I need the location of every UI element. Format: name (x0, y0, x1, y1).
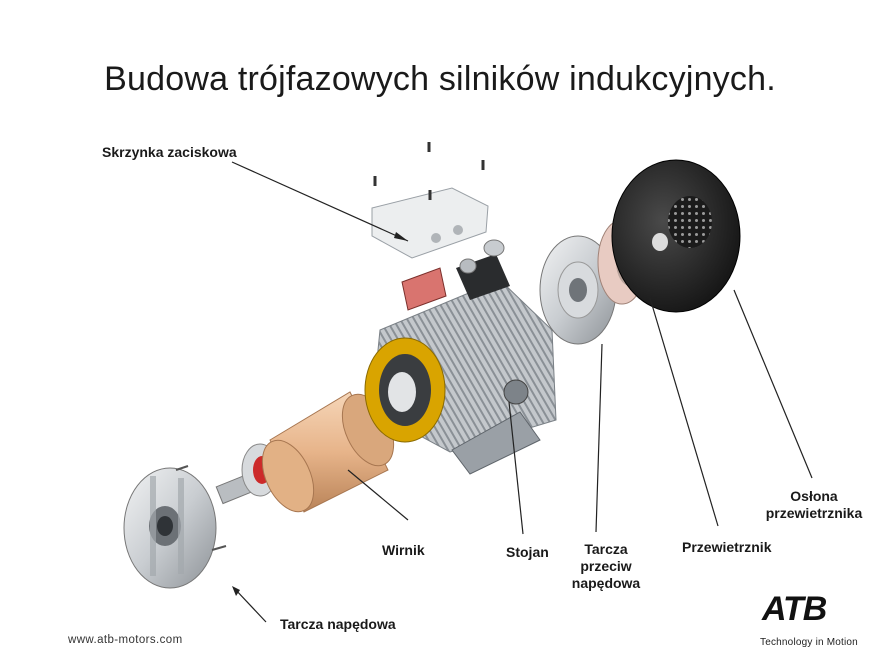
arrowhead-terminal-box (394, 232, 408, 241)
label-fan: Przewietrznik (682, 539, 772, 555)
arrowhead-drive-shield (232, 586, 240, 596)
fan-cover (611, 159, 741, 313)
label-stator: Stojan (506, 544, 549, 560)
label-rotor: Wirnik (382, 542, 425, 558)
label-drive-shield: Tarcza napędowa (280, 616, 396, 632)
page-title: Budowa trójfazowych silników indukcyjnyc… (104, 60, 776, 98)
label-nondrive-shield-line3: napędowa (571, 575, 641, 591)
leader-terminal-box (231, 161, 409, 242)
terminal-box (371, 142, 510, 311)
label-fan-cover: Osłona przewietrznika (756, 488, 872, 522)
leader-rotor (347, 469, 409, 521)
leader-lines (231, 161, 813, 623)
leader-fan (649, 297, 719, 527)
footer-url: www.atb-motors.com (68, 634, 183, 646)
label-nondrive-shield: Tarcza przeciw napędowa (566, 541, 646, 592)
label-fan-cover-line2: przewietrznika (765, 505, 863, 521)
leader-fan-cover (733, 289, 813, 479)
label-terminal-box: Skrzynka zaciskowa (102, 144, 237, 160)
non-drive-end-shield (539, 235, 617, 345)
atb-tagline: Technology in Motion (760, 637, 858, 648)
drive-end-shield (123, 465, 227, 589)
label-nondrive-shield-line1: Tarcza (584, 541, 628, 557)
leader-nondrive-shield (595, 343, 603, 533)
label-nondrive-shield-line2: przeciw (580, 558, 632, 574)
leader-drive-shield (233, 587, 267, 623)
label-fan-cover-line1: Osłona (790, 488, 838, 504)
atb-logo: ATB (762, 590, 827, 628)
leader-stator (508, 401, 524, 535)
